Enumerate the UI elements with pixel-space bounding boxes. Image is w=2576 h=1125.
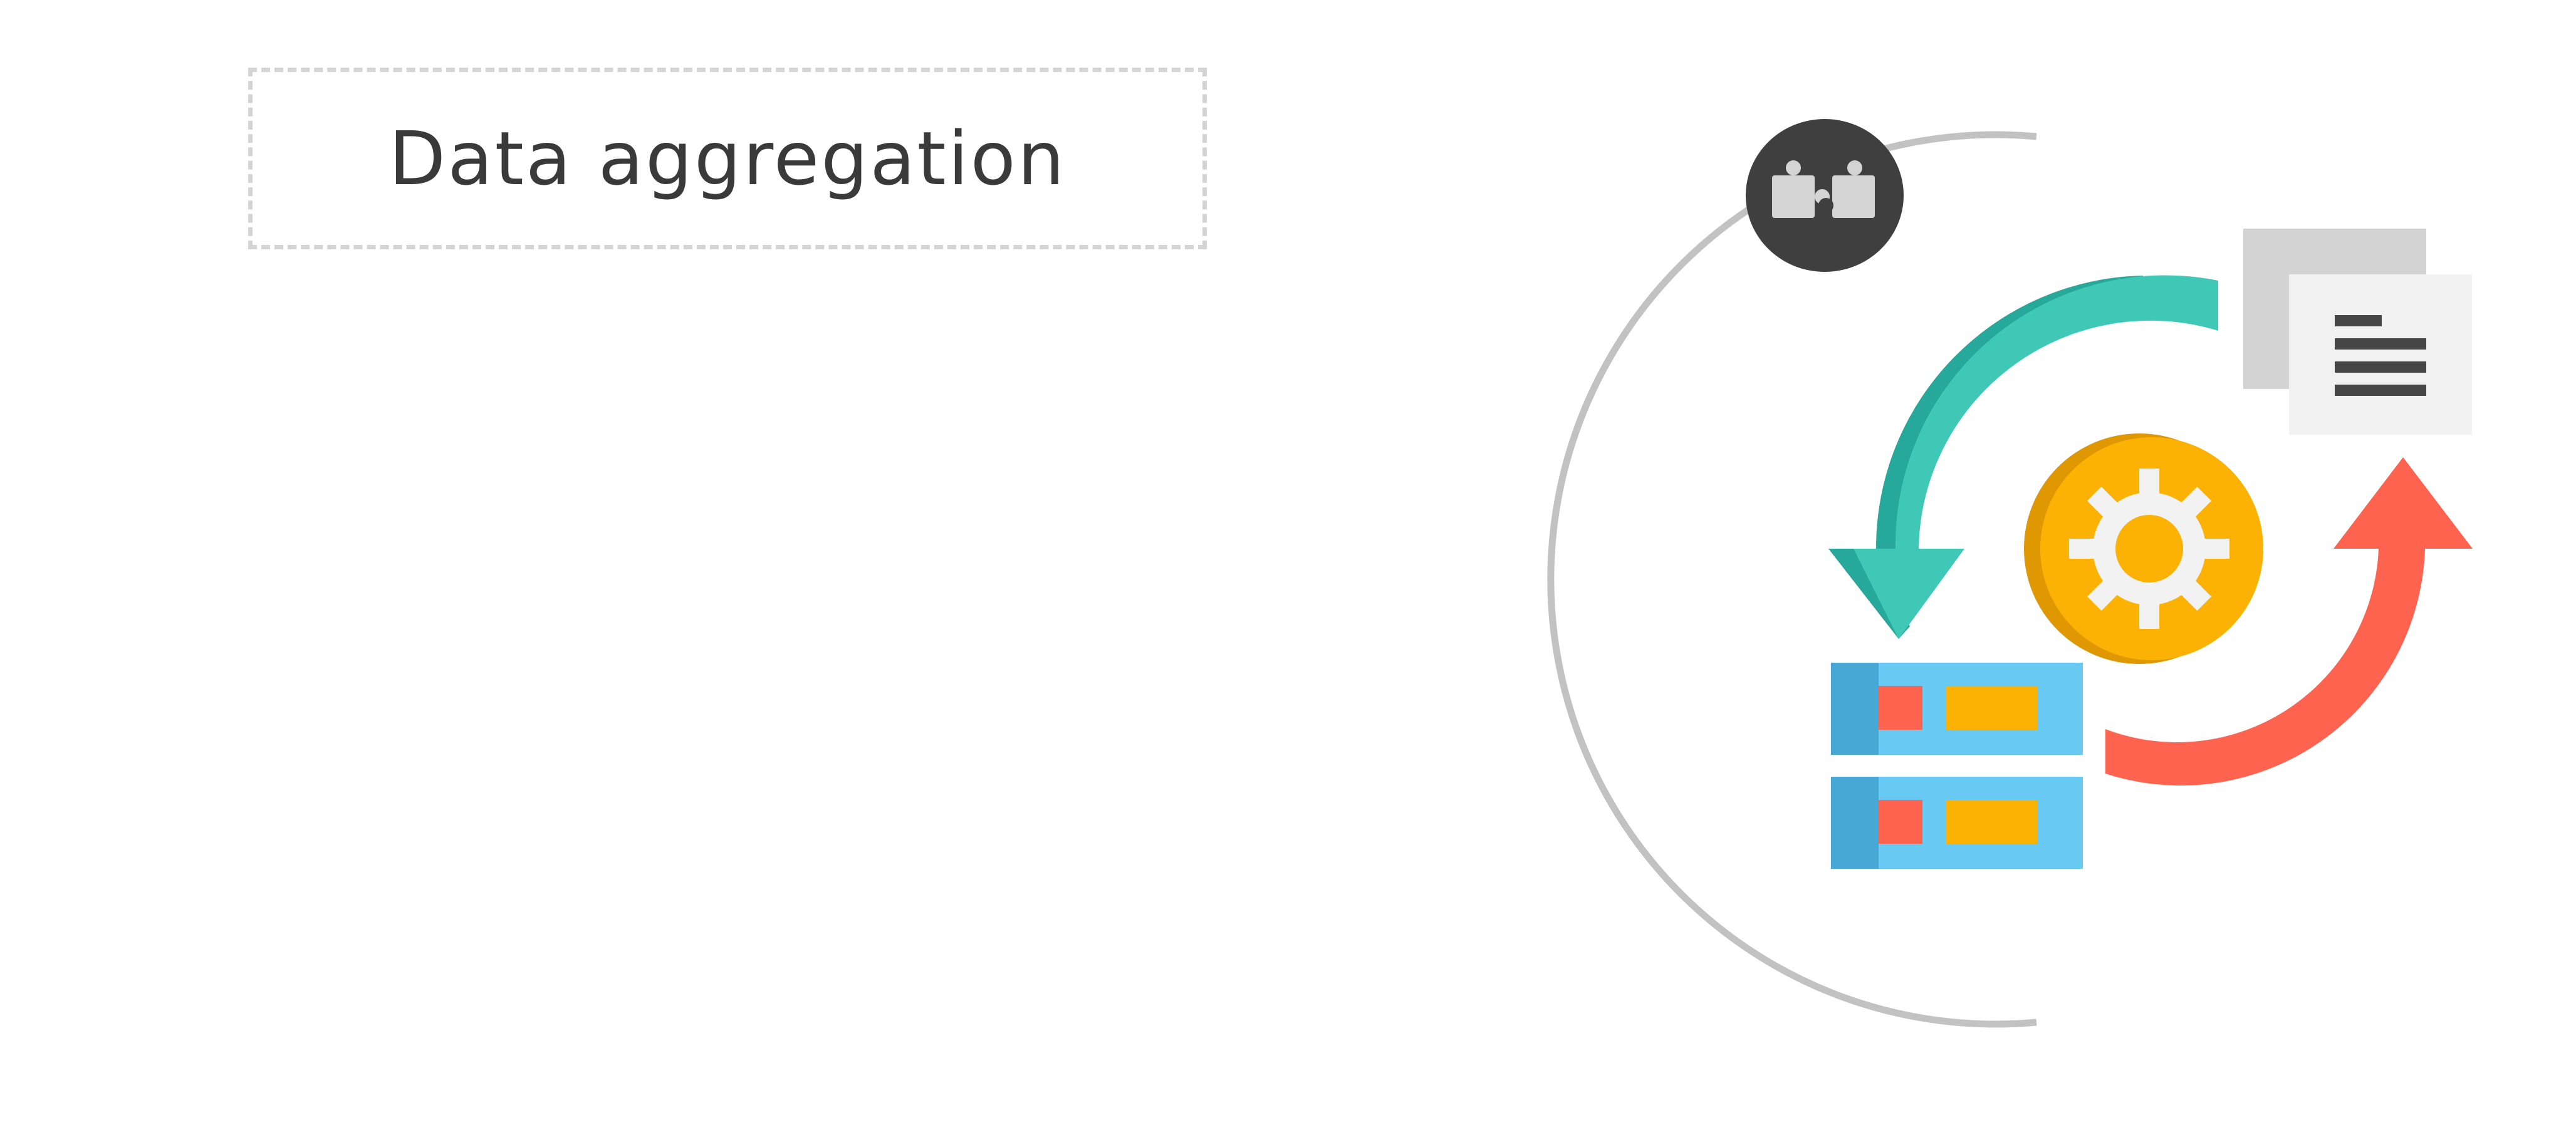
puzzle-icon (1772, 160, 1875, 218)
arrow-teal-band (1895, 275, 2218, 549)
gear-coin (2024, 433, 2263, 664)
arrow-teal-head (1854, 549, 1964, 639)
arrow-down-icon (1828, 275, 2218, 639)
gear-icon (2069, 469, 2229, 629)
document-icon (2243, 229, 2472, 435)
diagram-title: Data aggregation (388, 115, 1066, 202)
gear-hole (2115, 515, 2183, 583)
puzzle-badge (1746, 119, 1904, 272)
arrow-coral-head (2334, 457, 2473, 549)
document-front (2289, 274, 2472, 435)
server-icon (1831, 663, 2083, 869)
server-unit-bottom (1831, 777, 2083, 869)
server-unit-top (1831, 663, 2083, 755)
arrow-coral-band (2105, 549, 2425, 785)
document-lines (2335, 315, 2426, 396)
arrow-up-icon (2105, 457, 2473, 785)
outer-cycle-arc (1547, 131, 2037, 1028)
title-box: Data aggregation (248, 68, 1207, 249)
